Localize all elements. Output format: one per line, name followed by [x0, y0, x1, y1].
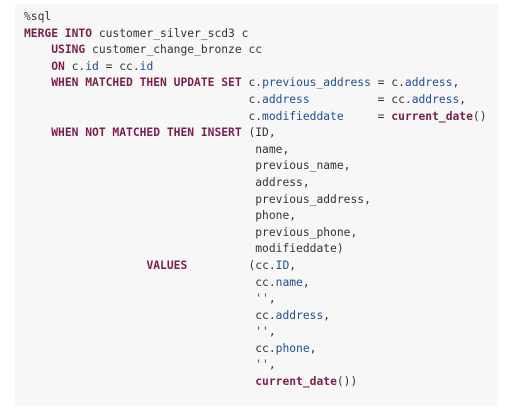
code-token [24, 325, 255, 338]
code-token: address, [24, 175, 310, 189]
code-token [24, 43, 51, 56]
code-token: modifieddate) [24, 242, 344, 256]
code-token-prop: address [411, 92, 460, 106]
code-token: customer_silver_scd3 c [92, 26, 249, 40]
code-token-fn: current_date [391, 109, 473, 123]
code-token-fn: current_date [255, 375, 337, 389]
code-line: c.address = cc.address, [24, 92, 498, 109]
code-line: ON c.id = cc.id [24, 59, 498, 76]
code-token-prop: phone [275, 341, 310, 355]
code-token: , [323, 308, 331, 322]
code-token: %sql [24, 10, 52, 23]
code-token: ()) [336, 375, 358, 389]
code-line: USING customer_change_bronze cc [24, 42, 498, 59]
code-token: = cc. [98, 59, 140, 73]
code-line: WHEN MATCHED THEN UPDATE SET c.previous_… [24, 75, 498, 92]
code-token-kw: USING [51, 43, 86, 57]
code-token [24, 126, 51, 139]
code-line: address, [24, 175, 498, 192]
code-token: , [289, 258, 297, 272]
code-token-prop: address [275, 308, 324, 322]
code-token: , [452, 76, 460, 90]
code-token: , [268, 358, 276, 372]
code-token: cc. [24, 275, 276, 289]
code-line: WHEN NOT MATCHED THEN INSERT (ID, [24, 125, 498, 142]
code-token-kw: ON [51, 59, 65, 73]
code-token: , [268, 325, 276, 339]
code-token: name, [24, 142, 290, 156]
code-token: = [343, 109, 392, 123]
code-line: c.modifieddate = current_date() [24, 109, 498, 126]
code-token-kw: WHEN MATCHED THEN UPDATE SET [51, 76, 242, 90]
code-line: name, [24, 142, 498, 159]
code-line: previous_phone, [24, 225, 498, 242]
code-token: (cc. [187, 258, 276, 272]
code-line: previous_address, [24, 192, 498, 209]
code-line: modifieddate) [24, 241, 498, 258]
code-token: , [268, 292, 276, 306]
code-line: %sql [24, 9, 498, 26]
code-line: VALUES (cc.ID, [24, 258, 498, 275]
code-token: c. [24, 109, 263, 123]
code-token: customer_change_bronze cc [85, 43, 263, 57]
code-token: , [309, 341, 317, 355]
code-token-prop: id [139, 59, 154, 73]
code-token-prop: previous_address [262, 76, 371, 90]
code-token [24, 375, 255, 388]
code-token-prop: address [262, 92, 310, 106]
code-token-str: '' [255, 358, 269, 372]
code-token: c. [241, 76, 263, 90]
code-line: '', [24, 324, 498, 341]
code-token-prop: id [85, 59, 99, 73]
code-token: (ID, [241, 126, 276, 140]
code-token: c. [64, 59, 86, 73]
code-line: cc.phone, [24, 341, 498, 358]
code-token [24, 76, 51, 89]
code-token: = c. [370, 76, 405, 90]
code-line: cc.name, [24, 275, 498, 292]
code-line: '', [24, 357, 498, 374]
code-line: '', [24, 291, 498, 308]
code-token-kw: WHEN NOT MATCHED THEN INSERT [51, 126, 242, 140]
code-token: cc. [24, 308, 276, 322]
code-token-kw: MERGE INTO [24, 26, 93, 40]
code-token-str: '' [255, 292, 269, 306]
code-line: current_date()) [24, 374, 498, 391]
code-token [24, 60, 51, 73]
code-token-prop: modifieddate [262, 109, 344, 123]
code-line: MERGE INTO customer_silver_scd3 c [24, 26, 498, 43]
code-token-kw: VALUES [146, 258, 188, 272]
code-token: c. [24, 92, 263, 106]
code-token: previous_name, [24, 159, 351, 173]
code-token-str: '' [255, 325, 269, 339]
code-token [24, 358, 255, 371]
code-token [24, 292, 255, 305]
code-token: () [472, 109, 487, 123]
code-token: , [302, 275, 310, 289]
code-line: cc.address, [24, 308, 498, 325]
code-token-prop: address [404, 76, 453, 90]
code-token: , [459, 92, 467, 106]
code-token-prop: name [275, 275, 303, 289]
code-token: phone, [24, 209, 297, 223]
code-token-prop: ID [275, 258, 290, 272]
code-token [24, 259, 146, 272]
code-token: = cc. [309, 92, 412, 106]
code-line: phone, [24, 208, 498, 225]
code-line: previous_name, [24, 158, 498, 175]
code-token: previous_phone, [24, 225, 358, 239]
code-token: cc. [24, 341, 276, 355]
code-token: previous_address, [24, 192, 371, 206]
